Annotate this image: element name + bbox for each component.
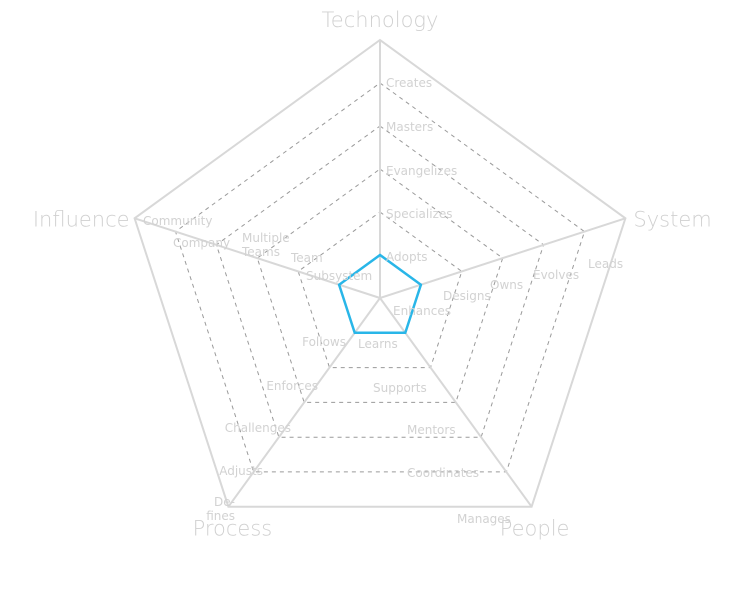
data-point-system (419, 283, 423, 286)
level-label-technology-2: Specializes (386, 207, 453, 221)
level-label-system-3: Owns (490, 278, 523, 292)
level-label-people-1: Learns (358, 337, 398, 351)
level-label-people-3: Mentors (407, 423, 456, 437)
level-label-process-5: De-fines (206, 495, 235, 523)
level-label-system-1: Enhances (393, 304, 451, 318)
data-point-influence (337, 283, 341, 286)
level-label-people-2: Supports (373, 381, 427, 395)
level-label-influence-1: Subsystem (306, 269, 372, 283)
grid-ring-level-3 (256, 168, 504, 403)
grid-ring-outer (133, 38, 627, 508)
level-label-technology-4: Masters (386, 120, 433, 134)
level-label-system-4: Evolves (533, 268, 579, 282)
level-labels: Adopts Specializes Evangelizes Masters Creat… (143, 76, 623, 526)
grid-ring-level-5 (174, 82, 586, 473)
level-label-influence-4: Company (173, 236, 230, 250)
level-label-technology-1: Adopts (386, 250, 428, 264)
level-label-process-3: Challenges (225, 421, 291, 435)
series-polygon-current (337, 253, 423, 335)
level-label-system-2: Designs (443, 289, 491, 303)
level-label-technology-3: Evangelizes (386, 164, 457, 178)
radar-series (337, 253, 423, 335)
level-label-process-1: Follows (302, 335, 346, 349)
data-point-process (353, 331, 356, 334)
axis-title-technology: Technology (322, 8, 439, 32)
level-label-people-4: Coordinates (407, 466, 479, 480)
level-label-technology-5: Creates (386, 76, 432, 90)
axis-title-process: Process (193, 517, 273, 541)
data-point-technology (378, 253, 382, 257)
level-label-process-4: Adjusts (219, 464, 263, 478)
axis-title-system: System (633, 207, 711, 231)
data-point-people (404, 331, 407, 334)
level-label-influence-2: Team (290, 251, 323, 265)
axis-title-people: People (500, 517, 570, 541)
axis-title-influence: Influence (33, 207, 130, 231)
level-label-system-5: Leads (588, 257, 623, 271)
level-label-process-2: Enforces (266, 379, 318, 393)
radar-grid (133, 38, 627, 508)
level-label-influence-5: Community (143, 214, 212, 228)
grid-ring-level-4 (215, 125, 545, 438)
level-label-people-5: Manages (457, 512, 511, 526)
